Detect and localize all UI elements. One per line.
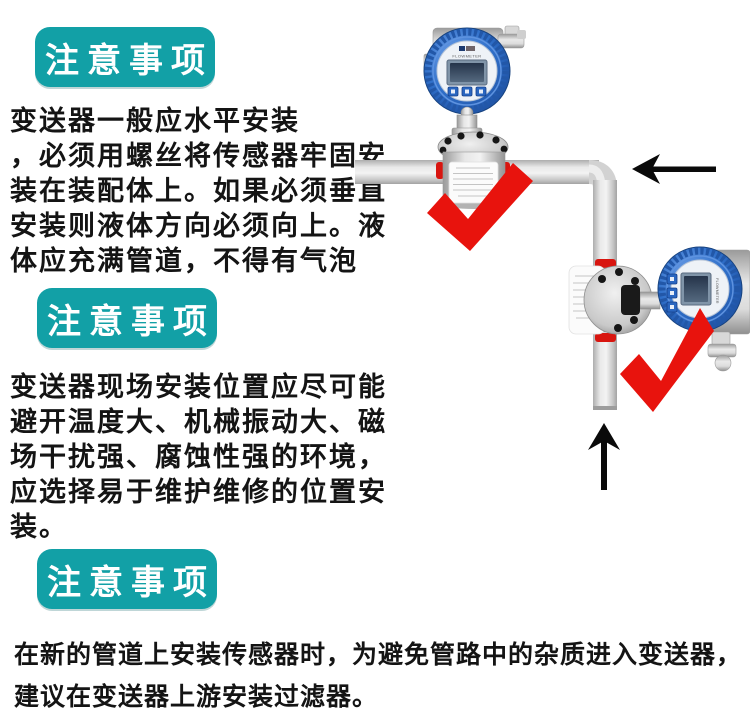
- notice-line: 体应充满管道，不得有气泡: [10, 246, 358, 276]
- notice-banner: 注意事项: [37, 549, 217, 609]
- notice-line: 建议在变送器上游安装过滤器。: [14, 683, 379, 711]
- flow-meter-vertical: FLOWMETER: [568, 246, 750, 372]
- notice-banner-label: 注意事项: [47, 302, 215, 341]
- brand-logo: [459, 46, 465, 51]
- notice-paragraph-2: 变送器现场安装位置应尽可能 避开温度大、机械振动大、磁 场干扰强、腐蚀性强的环境…: [10, 370, 387, 545]
- notice-banner-label: 注意事项: [45, 41, 213, 80]
- display-head: FLOWMETER: [423, 27, 511, 115]
- notice-line: 装在装配体上。如果必须垂直: [10, 176, 387, 206]
- notice-line: 变送器一般应水平安装: [10, 106, 300, 136]
- pipe-gasket: [595, 333, 616, 342]
- notice-line: 在新的管道上安装传感器时，为避免管路中的杂质进入变送器，: [14, 641, 743, 669]
- button-row: [447, 86, 487, 97]
- check-icon: [620, 308, 714, 412]
- notice-paragraph-1: 变送器一般应水平安装 ，必须用螺丝将传感器牢固安 装在装配体上。如果必须垂直 安…: [10, 104, 387, 279]
- knurled-ring: [658, 247, 742, 331]
- check-icon: [427, 163, 533, 251]
- installation-diagram: FLOWMETER: [355, 25, 750, 490]
- notice-line: 装。: [10, 512, 68, 542]
- pipe-gasket: [436, 162, 444, 179]
- sensor-hub: [621, 285, 640, 315]
- notice-banner: 注意事项: [35, 27, 215, 87]
- notice-paragraph-3: 在新的管道上安装传感器时，为避免管路中的杂质进入变送器， 建议在变送器上游安装过…: [14, 634, 742, 715]
- knurled-ring: [424, 28, 510, 114]
- pipe-gasket: [595, 259, 616, 268]
- meter-spec-label: [448, 161, 499, 204]
- pipe-end-rim: [593, 406, 617, 410]
- cable-gland: [497, 25, 526, 49]
- lcd-screen-inner: [450, 63, 484, 82]
- notice-line: 安装则液体方向必须向上。液: [10, 211, 387, 241]
- notice-line: 应选择易于维护维修的位置安: [10, 477, 387, 507]
- device-label: FLOWMETER: [452, 54, 481, 59]
- meter-neck: [639, 291, 661, 310]
- notice-banner: 注意事项: [37, 288, 217, 348]
- arrow-left-icon: [632, 154, 716, 184]
- notice-line: 场干扰强、腐蚀性强的环境，: [10, 442, 387, 472]
- arrow-up-icon: [588, 423, 620, 490]
- notice-line: 变送器现场安装位置应尽可能: [10, 372, 387, 402]
- cable-gland: [707, 331, 737, 372]
- lcd-screen-inner: [684, 276, 708, 302]
- notice-banner-label: 注意事项: [47, 563, 215, 602]
- notice-line: ，必须用螺丝将传感器牢固安: [10, 141, 387, 171]
- flow-meter-horizontal: FLOWMETER: [423, 25, 526, 209]
- brand-logo: [466, 46, 475, 51]
- button-column: [666, 273, 678, 313]
- device-label: FLOWMETER: [715, 278, 719, 304]
- notice-line: 避开温度大、机械振动大、磁: [10, 407, 387, 437]
